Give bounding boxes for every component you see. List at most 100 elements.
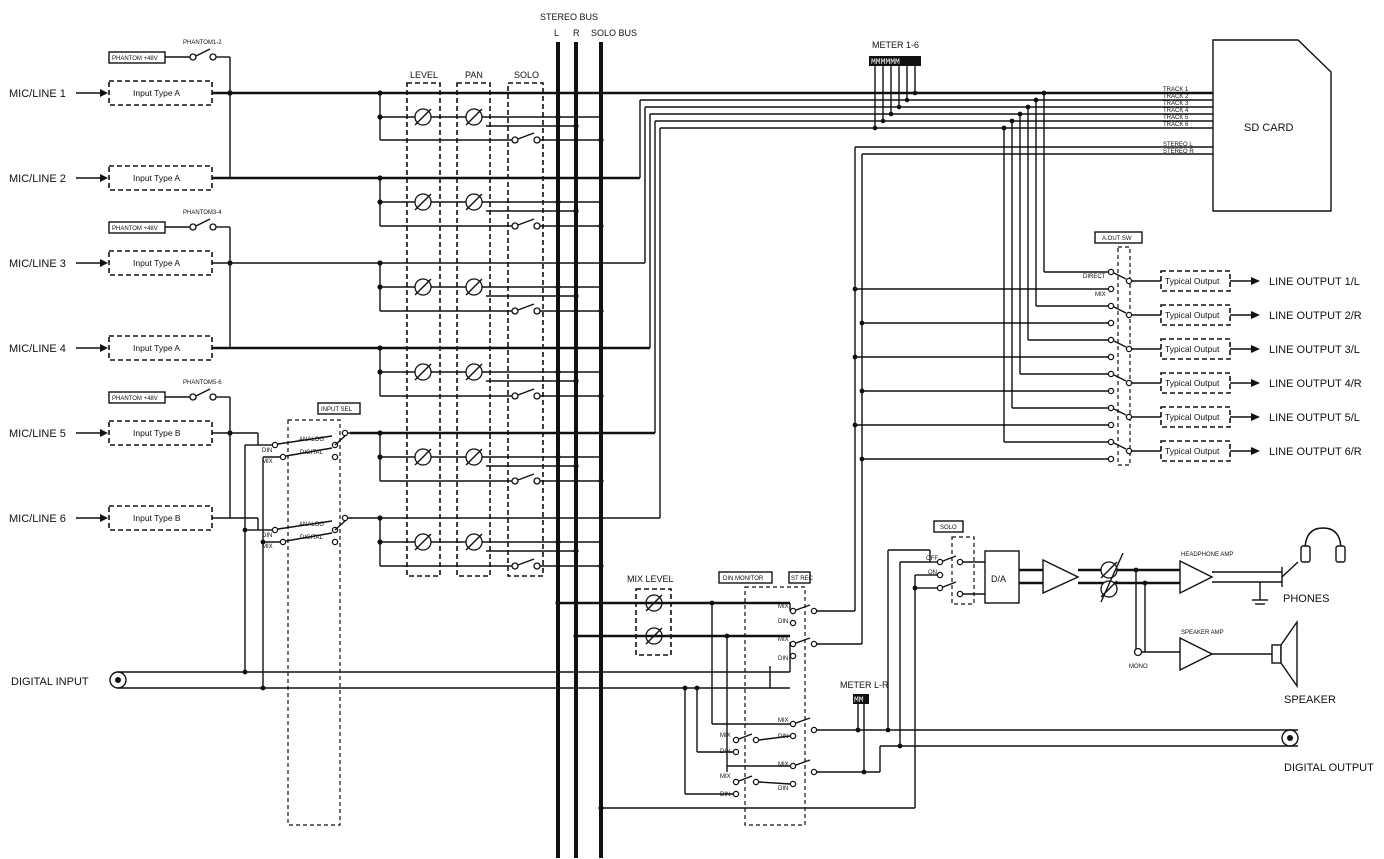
level-knob-5[interactable] (414, 448, 432, 466)
line-output-label: LINE OUTPUT 3/L (1269, 344, 1360, 356)
input-type-box-5: Input Type B (108, 420, 213, 446)
aout-switch-4[interactable] (1107, 370, 1133, 395)
digital-input-jack[interactable] (109, 671, 127, 689)
din-label: DIN (262, 448, 272, 454)
stereo-l-label: STEREO L (1163, 142, 1193, 148)
level-knob-6[interactable] (414, 533, 432, 551)
line-output-label: LINE OUTPUT 1/L (1269, 276, 1360, 288)
aout-switch-5[interactable] (1107, 404, 1133, 429)
headphone-amp (1179, 559, 1214, 595)
din-monitor-dashed (744, 586, 806, 826)
digital-output: DIGITAL OUTPUT (1281, 729, 1374, 774)
st-rec-box (788, 571, 811, 584)
phantom-switch-1-2[interactable] (189, 48, 217, 61)
level-knob-1[interactable] (414, 108, 432, 126)
phantom-switch-3-4[interactable] (189, 218, 217, 231)
pan-knob-2[interactable] (465, 193, 483, 211)
din-monitor-switch-2[interactable] (732, 775, 760, 798)
line-output-2: Typical Output LINE OUTPUT 2/R (1132, 304, 1362, 326)
speaker-amp (1179, 636, 1214, 672)
speaker-icon (1271, 619, 1298, 689)
meter-1-6-label: METER 1-6 (872, 40, 919, 50)
input-label-5: MIC/LINE 5 (9, 428, 66, 440)
st-rec-switch-r[interactable] (789, 637, 818, 660)
input-label-2: MIC/LINE 2 (9, 173, 66, 185)
st-rec-switch-l[interactable] (789, 604, 818, 627)
aout-sw-label: A.OUT SW (1102, 236, 1132, 242)
level-knob-4[interactable] (414, 363, 432, 381)
stereo-bus: STEREO BUS L R SOLO BUS (540, 12, 637, 858)
solo-monitor-dashed (951, 536, 975, 605)
line-output-3: Typical Output LINE OUTPUT 3/L (1132, 338, 1360, 360)
line-output-label: LINE OUTPUT 6/R (1269, 446, 1362, 458)
digital-output-jack[interactable] (1281, 729, 1299, 747)
input-type-box-1: Input Type A (108, 80, 213, 106)
solo-switch-4[interactable] (511, 388, 541, 400)
mix-level-section (635, 588, 672, 656)
level-knob-3[interactable] (414, 278, 432, 296)
solo-switch-1[interactable] (511, 132, 541, 144)
sd-card-track-labels: TRACK 1 TRACK 2 TRACK 3 TRACK 4 TRACK 5 … (1163, 87, 1194, 155)
pan-knob-1[interactable] (465, 108, 483, 126)
input-type-box-3: Input Type A (108, 250, 213, 276)
digital-input: DIGITAL INPUT (11, 642, 791, 689)
solo-monitor-switch-r[interactable] (936, 581, 964, 598)
aout-sw-box (1094, 231, 1143, 244)
phantom-1-2: PHANTOM +48V PHANTOM1-2 (108, 40, 233, 178)
phones-volume-knobs[interactable] (1100, 552, 1124, 603)
mix-label: MIX (1095, 292, 1106, 298)
track-wires (634, 92, 1213, 155)
phantom-3-4: PHANTOM +48V PHANTOM3-4 (108, 210, 233, 348)
aout-switch-2[interactable] (1107, 302, 1133, 327)
input-sel-switch-6b[interactable] (279, 532, 339, 546)
pan-knob-5[interactable] (465, 448, 483, 466)
aout-switch-6[interactable] (1107, 438, 1133, 463)
input-label-6: MIC/LINE 6 (9, 513, 66, 525)
meter-1-6-block (869, 56, 921, 66)
pan-knobs (465, 108, 483, 551)
channel-1-strip (230, 90, 1213, 143)
input-label-4: MIC/LINE 4 (9, 343, 66, 355)
da-label: D/A (991, 574, 1006, 584)
solo-section (507, 82, 544, 577)
st-rec-out-switch-2[interactable] (789, 759, 818, 788)
solo-switch-3[interactable] (511, 303, 541, 315)
solo-monitor-switch-l[interactable] (936, 555, 964, 579)
line-output-label: LINE OUTPUT 4/R (1269, 378, 1362, 390)
solo-monitor-box (933, 520, 964, 533)
level-knob-2[interactable] (414, 193, 432, 211)
solo-switch-6[interactable] (511, 558, 541, 570)
level-section (406, 82, 441, 577)
solo-switch-5[interactable] (511, 473, 541, 485)
solo-switch-2[interactable] (511, 218, 541, 230)
line-amp (1042, 558, 1080, 595)
direct-label: DIRECT (1083, 274, 1106, 280)
din-label: DIN (262, 533, 272, 539)
pan-knob-6[interactable] (465, 533, 483, 551)
direct-taps (1001, 90, 1108, 443)
pan-knob-4[interactable] (465, 363, 483, 381)
track-label: TRACK 3 (1163, 101, 1189, 107)
svg-text:Input Type B: Input Type B (133, 428, 181, 438)
line-output-5: Typical Output LINE OUTPUT 5/L (1132, 406, 1360, 428)
input-type-box-2: Input Type A (108, 165, 213, 191)
aout-switch-1[interactable] (1107, 268, 1133, 293)
st-rec-out-switch-1[interactable] (789, 717, 818, 740)
mix-label: MIX (778, 762, 789, 768)
input-sel-switch-5b[interactable] (279, 447, 339, 461)
digital-input-label: DIGITAL INPUT (11, 676, 89, 688)
phantom-box-label: PHANTOM +48V (112, 56, 158, 62)
stereo-r-label: STEREO R (1163, 149, 1194, 155)
svg-text:Input Type A: Input Type A (133, 258, 180, 268)
phantom-switch-5-6[interactable] (189, 388, 217, 401)
aout-switch-3[interactable] (1107, 336, 1133, 361)
pan-knob-3[interactable] (465, 278, 483, 296)
channel-strips: LEVEL PAN SOLO (230, 70, 1213, 577)
off-label: OFF (926, 556, 938, 562)
svg-text:Typical Output: Typical Output (1165, 344, 1220, 354)
bus-l-label: L (554, 28, 559, 38)
din-monitor-switch-1[interactable] (732, 733, 760, 756)
input-type-box-4: Input Type A (108, 335, 213, 361)
phones-label: PHONES (1283, 593, 1329, 605)
